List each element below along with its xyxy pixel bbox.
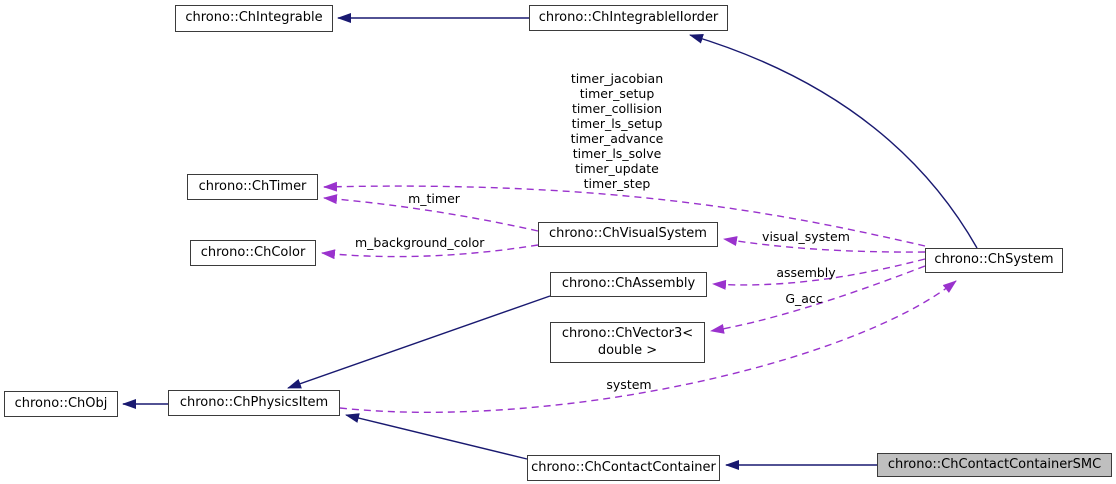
edge-label-g-acc: G_acc (785, 291, 823, 306)
edge-chvisualsystem-to-chtimer-m-timer (323, 194, 539, 232)
node-chrono-chcontactcontainer[interactable]: chrono::ChContactContainer (527, 455, 720, 481)
node-label: chrono::ChIntegrable (185, 10, 323, 26)
edge-chcontactcontainer-to-chphysicsitem (345, 413, 528, 460)
edge-label-line: timer_step (583, 176, 651, 191)
node-label: chrono::ChVector3< double > (562, 326, 693, 359)
edge-label-timers: timer_jacobian timer_setup timer_collisi… (547, 71, 687, 191)
node-label: chrono::ChTimer (198, 178, 307, 194)
node-chrono-chassembly[interactable]: chrono::ChAssembly (550, 272, 707, 297)
edge-label-line: timer_ls_solve (572, 146, 662, 161)
edge-chvisualsystem-to-chcolor-m-background-color (321, 244, 539, 260)
node-chrono-chcolor[interactable]: chrono::ChColor (190, 240, 316, 266)
edge-label-visual-system: visual_system (762, 229, 850, 244)
edge-chassembly-to-chphysicsitem (287, 295, 551, 389)
edge-chsystem-to-chassembly-assembly (712, 258, 926, 290)
node-label: chrono::ChAssembly (561, 276, 696, 292)
edge-label-line: timer_advance (570, 131, 664, 146)
edge-label-line: timer_update (575, 161, 659, 176)
edge-label-line: timer_setup (579, 86, 655, 101)
node-label: chrono::ChVisualSystem (549, 226, 707, 242)
node-label: chrono::ChSystem (934, 252, 1054, 268)
edge-chphysicsitem-to-chsystem-system (339, 280, 957, 413)
edge-label-assembly: assembly (776, 265, 836, 280)
node-label: chrono::ChPhysicsItem (179, 394, 329, 410)
edge-chsystem-to-chintegrableiiorder (689, 33, 978, 249)
edge-label-m-background-color: m_background_color (355, 235, 485, 250)
edge-label-line: timer_collision (571, 101, 663, 116)
node-chrono-chintegrableiiorder[interactable]: chrono::ChIntegrableIIorder (529, 5, 728, 31)
node-label-line2: double > (597, 342, 658, 358)
node-chrono-chcontactcontainersmc-current: chrono::ChContactContainerSMC (877, 453, 1112, 477)
node-chrono-chobj[interactable]: chrono::ChObj (4, 391, 118, 417)
node-label: chrono::ChObj (14, 395, 108, 411)
edge-chsystem-to-chtimer-timers (323, 181, 926, 247)
node-chrono-chvector3-double[interactable]: chrono::ChVector3< double > (550, 322, 705, 363)
edge-chsystem-to-chvisualsystem-visual-system (723, 236, 926, 253)
edge-label-line: timer_jacobian (570, 71, 664, 86)
edge-label-line: timer_ls_setup (571, 116, 663, 131)
node-label: chrono::ChContactContainer (531, 459, 716, 475)
edge-label-m-timer: m_timer (408, 191, 460, 206)
node-chrono-chsystem[interactable]: chrono::ChSystem (925, 248, 1063, 273)
node-chrono-chphysicsitem[interactable]: chrono::ChPhysicsItem (168, 390, 340, 416)
node-label: chrono::ChColor (200, 244, 306, 260)
node-label: chrono::ChIntegrableIIorder (538, 9, 719, 25)
node-label: chrono::ChContactContainerSMC (887, 456, 1102, 472)
node-chrono-chtimer[interactable]: chrono::ChTimer (187, 174, 318, 200)
node-chrono-chvisualsystem[interactable]: chrono::ChVisualSystem (538, 222, 718, 247)
node-chrono-chintegrable[interactable]: chrono::ChIntegrable (175, 5, 333, 32)
node-label-line1: chrono::ChVector3< (561, 326, 694, 342)
edge-label-system: system (606, 377, 652, 392)
